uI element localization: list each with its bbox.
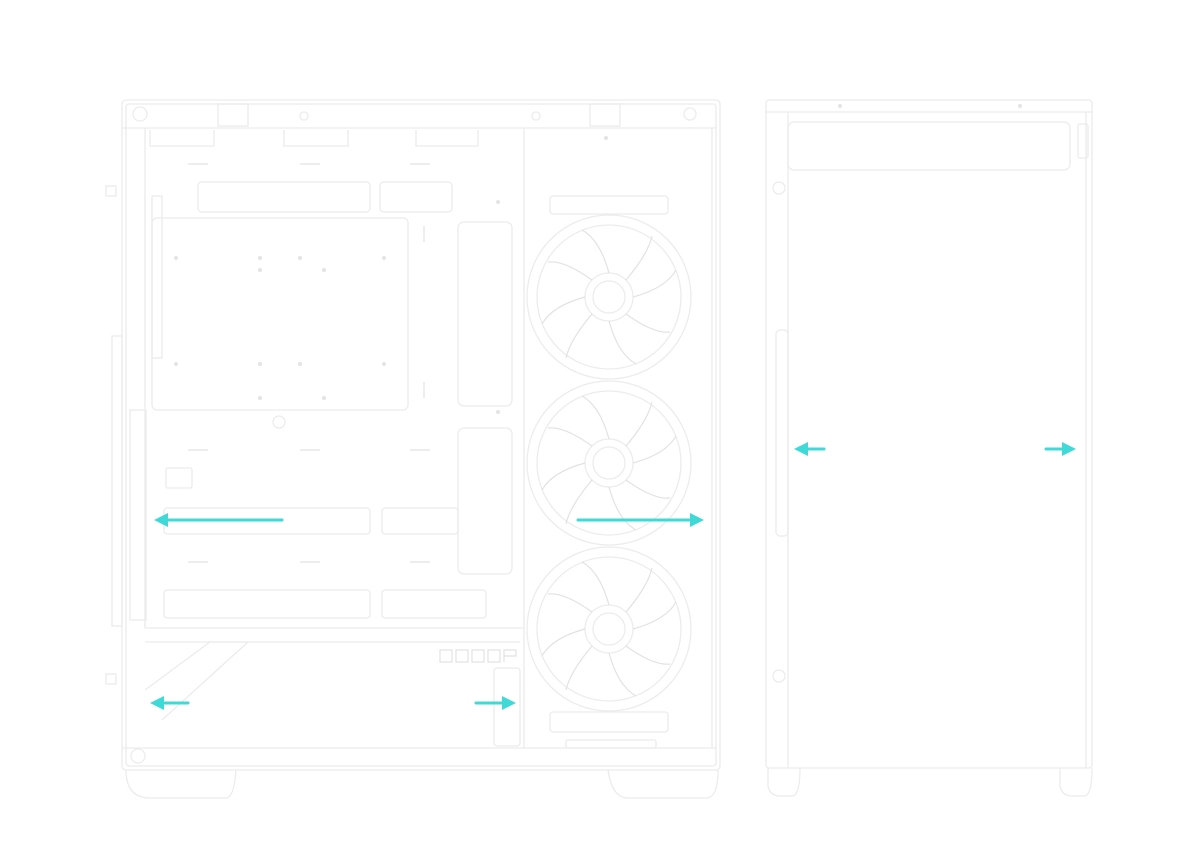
airflow-arrow-head <box>690 513 704 527</box>
case-foot <box>607 769 719 799</box>
ssd-bay <box>457 221 513 407</box>
psu-shroud-badge <box>144 641 250 721</box>
ssd-bay <box>457 427 513 575</box>
brand-logo <box>439 649 517 663</box>
screw-icon <box>130 748 146 764</box>
cpu-cutout <box>165 467 193 489</box>
airflow-arrow-left-icon <box>150 696 190 710</box>
top-vent <box>787 121 1071 171</box>
front-rail <box>775 329 789 537</box>
fan-frame-bottom <box>549 711 669 733</box>
case-foot <box>125 769 237 799</box>
screw-icon <box>772 669 786 683</box>
rear-clip <box>105 185 117 197</box>
airflow-arrow-head <box>1062 442 1076 456</box>
case-front-view <box>765 99 1093 797</box>
screw-icon <box>132 106 148 122</box>
airflow-arrow-head <box>150 696 164 710</box>
psu-cutout <box>163 589 371 619</box>
fan-icon <box>526 214 692 380</box>
psu-vent <box>493 667 521 747</box>
top-bracket <box>589 103 621 127</box>
screw-icon <box>531 111 541 121</box>
case-foot <box>1059 767 1093 797</box>
airflow-arrow-head <box>794 442 808 456</box>
airflow-arrows <box>150 442 1076 710</box>
airflow-arrow-right-icon <box>1044 442 1076 456</box>
top-bracket <box>217 103 249 127</box>
rear-rail <box>111 335 123 627</box>
airflow-arrow-right-icon <box>474 696 516 710</box>
rear-clip <box>105 673 117 685</box>
airflow-arrow-left-icon <box>794 442 826 456</box>
fan-frame-tab <box>565 739 657 749</box>
fan-frame-top <box>549 195 669 215</box>
psu-cutout <box>381 589 487 619</box>
fan-icon <box>526 546 692 712</box>
cable-cutout <box>149 130 215 147</box>
chassis-inner-outline <box>125 103 717 767</box>
motherboard-area <box>151 217 409 411</box>
front-panel-outline <box>765 99 1093 769</box>
airflow-arrow-head <box>154 513 168 527</box>
cable-cutout <box>283 130 349 147</box>
cable-grommet <box>381 507 459 535</box>
chassis-outline <box>121 99 721 771</box>
screw-icon <box>772 181 786 195</box>
airflow-arrow-head <box>502 696 516 710</box>
cable-cutout <box>415 130 479 147</box>
case-foot <box>767 767 801 797</box>
screw-icon <box>272 415 286 429</box>
cable-grommet <box>197 181 371 213</box>
airflow-arrow-left-icon <box>154 513 284 527</box>
pcie-slots <box>129 409 147 621</box>
case-side-view <box>105 99 721 799</box>
airflow-arrow-right-icon <box>576 513 704 527</box>
screw-icon <box>299 111 309 121</box>
cable-grommet <box>379 181 453 213</box>
screw-icon <box>683 107 697 121</box>
io-buttons <box>1077 123 1089 159</box>
fan-icon <box>526 380 692 546</box>
